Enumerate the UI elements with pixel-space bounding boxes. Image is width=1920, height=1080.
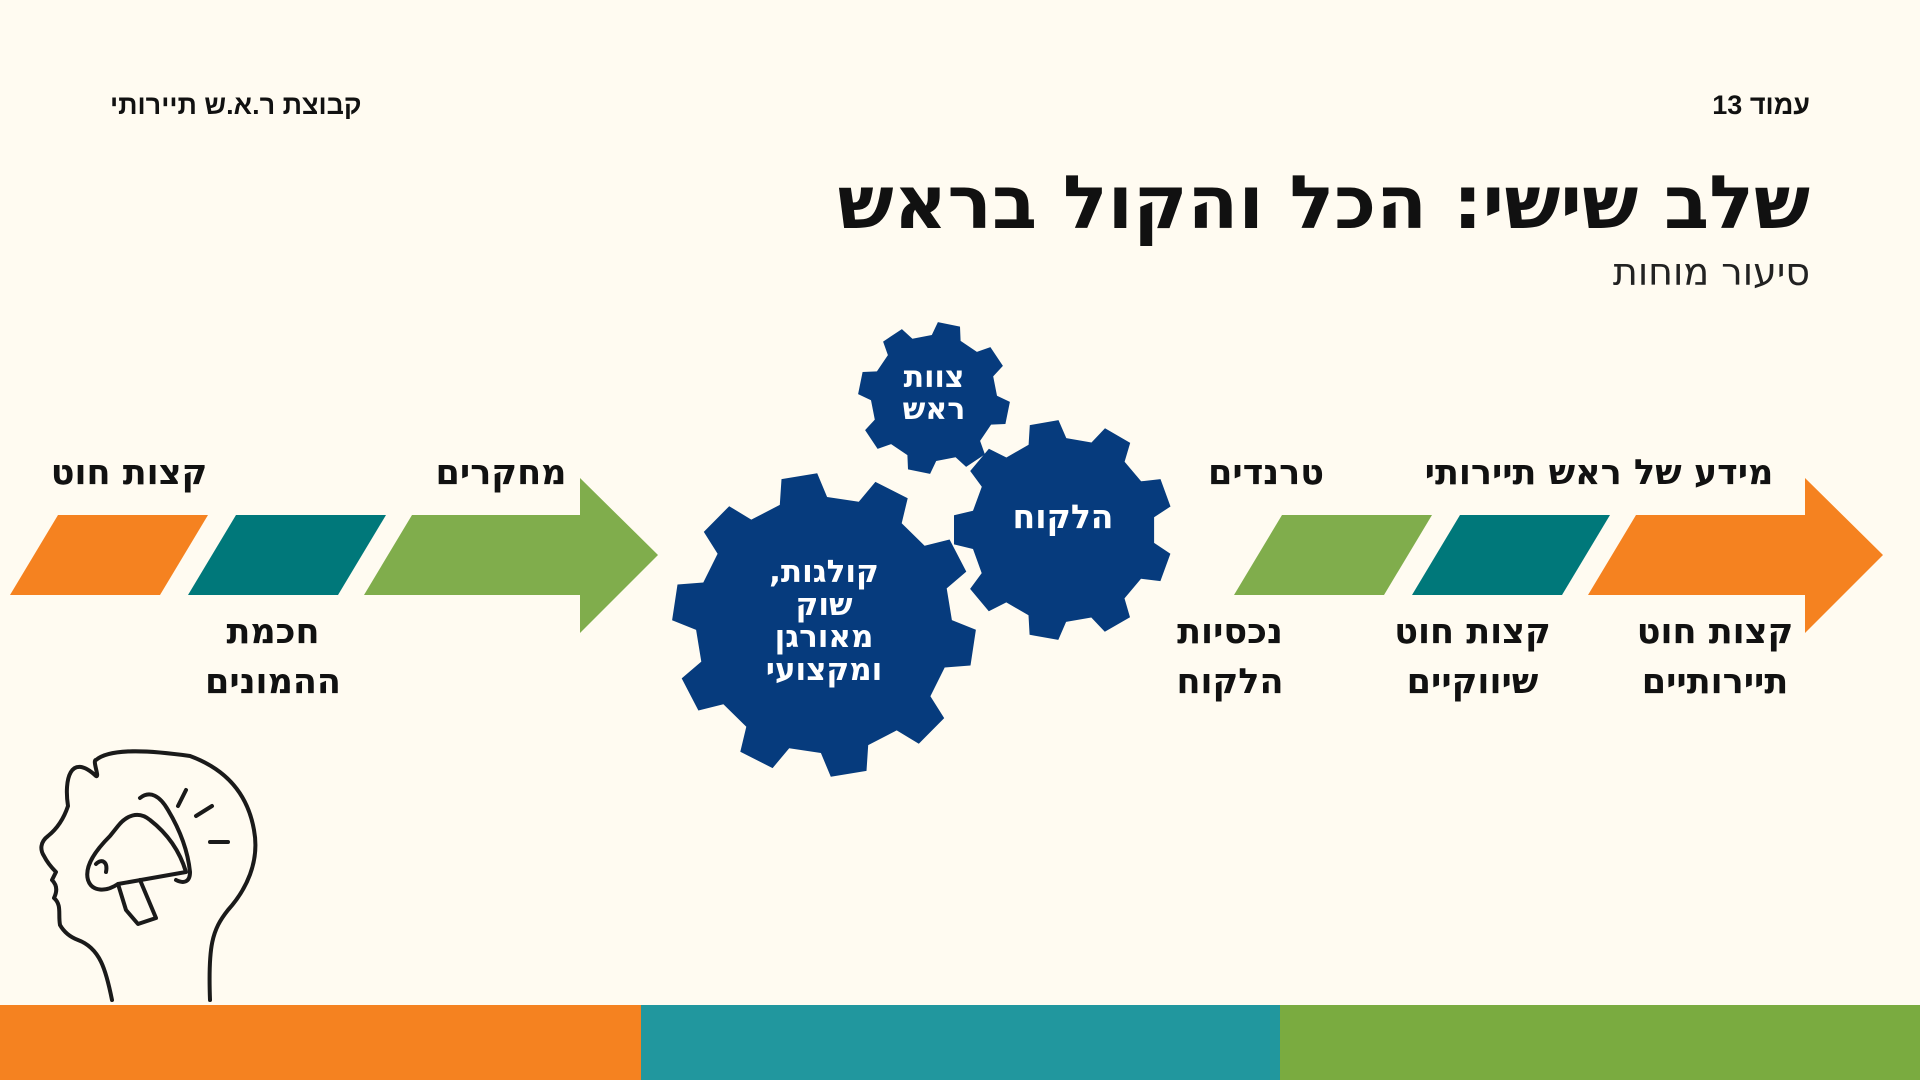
label-tourism-threads-line-1: קצות חוט [1636, 612, 1794, 652]
gear-small-label: צוות ראש [874, 362, 994, 425]
footer-bar-orange [0, 1005, 641, 1080]
right-teal-parallelogram [1412, 515, 1610, 595]
label-client-assets: נכסיות הלקוח [1150, 607, 1310, 707]
label-crowd-wisdom: חכמת ההמונים [178, 607, 368, 707]
gear-large-line-3: מאורגן [774, 619, 874, 656]
label-trends: טרנדים [1208, 453, 1324, 493]
label-research: מחקרים [435, 453, 567, 493]
gear-large-label: קולגות, שוק מאורגן ומקצועי [724, 556, 924, 686]
gear-medium-shape [954, 420, 1171, 640]
left-orange-parallelogram [10, 515, 208, 595]
page-number: עמוד 13 [1712, 90, 1810, 120]
gear-small-line-2: ראש [902, 391, 966, 427]
brand-name: קבוצת ר.א.ש תיירותי [110, 90, 362, 120]
gear-medium-label: הלקוח [1012, 497, 1114, 536]
gear-large [672, 473, 976, 777]
label-tourism-threads-line-2: תיירותיים [1641, 662, 1789, 702]
page-subtitle: סיעור מוחות [1612, 250, 1810, 294]
gear-large-line-4: ומקצועי [765, 651, 883, 688]
label-crowd-wisdom-line-1: חכמת [226, 612, 320, 652]
label-marketing-threads: קצות חוט שיווקיים [1380, 607, 1565, 707]
head-megaphone-icon [39, 749, 258, 1002]
label-client-assets-line-1: נכסיות [1177, 612, 1283, 652]
right-orange-arrow [1588, 478, 1883, 633]
right-green-parallelogram [1234, 515, 1432, 595]
gear-small [858, 322, 1010, 474]
footer-bar-teal [641, 1005, 1280, 1080]
footer-bar-green [1280, 1005, 1920, 1080]
label-rosh-info: מידע של ראש תיירותי [1424, 453, 1774, 493]
gear-small-line-1: צוות [903, 360, 965, 395]
page-title: שלב שישי: הכל והקול בראש [837, 160, 1810, 246]
label-marketing-threads-line-2: שיווקיים [1406, 662, 1539, 702]
label-crowd-wisdom-line-2: ההמונים [205, 662, 341, 702]
left-green-arrow [364, 478, 658, 633]
label-threads-left: קצות חוט [50, 453, 208, 493]
left-teal-parallelogram [188, 515, 386, 595]
gear-large-line-1: קולגות, [769, 554, 879, 590]
gear-small-shape [858, 322, 1010, 474]
gear-large-line-2: שוק [795, 586, 853, 623]
label-client-assets-line-2: הלקוח [1176, 662, 1284, 702]
label-marketing-threads-line-1: קצות חוט [1394, 612, 1551, 652]
label-tourism-threads: קצות חוט תיירותיים [1615, 607, 1815, 707]
gear-medium [954, 420, 1171, 640]
gear-large-shape [672, 473, 976, 777]
